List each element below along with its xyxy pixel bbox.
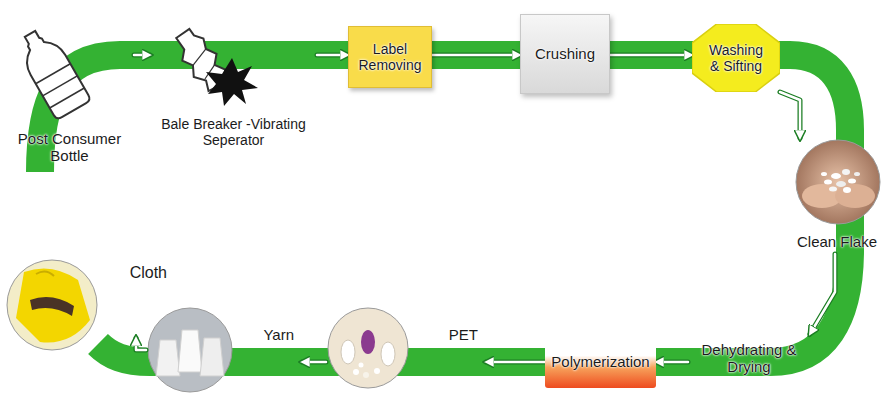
arrow-outline <box>317 53 348 58</box>
flow-arrow <box>610 55 692 56</box>
arrow-line <box>302 361 326 364</box>
text-block: Clean Flake <box>797 233 877 250</box>
step-label: Dehydrating & Drying <box>693 341 805 376</box>
process-box: Crushing <box>520 14 610 94</box>
text-block: Washing & Sifting <box>705 42 767 74</box>
text-block: Label Removing <box>353 41 427 73</box>
process-box: Label Removing <box>348 26 432 88</box>
step-node: Bale Breaker -Vibrating Seperator <box>150 22 317 152</box>
arrow-line <box>656 361 688 364</box>
flow-arrow <box>432 55 520 56</box>
arrow-outline <box>432 53 520 58</box>
arrow-outline <box>136 338 146 350</box>
clean-flake-photo <box>796 140 880 224</box>
arrow-outline <box>486 360 545 365</box>
text-block: Dehydrating & Drying <box>693 341 805 376</box>
arrow-line <box>486 361 545 364</box>
step-label: Cloth <box>130 264 167 282</box>
step-label: Polymerization <box>551 353 649 370</box>
text-block: Crushing <box>535 45 595 62</box>
cloth-photo <box>7 260 97 350</box>
process-box: Polymerization <box>545 336 656 388</box>
octagon-outline <box>692 24 780 92</box>
step-node: Cloth <box>5 258 173 338</box>
process-octagon: Washing & Sifting <box>692 24 780 92</box>
step-node: Dehydrating & Drying <box>688 334 810 382</box>
step-node: PET <box>326 306 486 390</box>
step-node: Post Consumer Bottle <box>5 22 134 168</box>
text-block: Polymerization <box>551 353 649 370</box>
step-label: Bale Breaker -Vibrating Seperator <box>156 116 311 148</box>
flow-arrow <box>486 362 545 363</box>
step-node: Clean Flake <box>792 138 882 254</box>
step-label: Washing & Sifting <box>705 42 767 74</box>
arrow-outline <box>610 53 692 58</box>
arrow-outline <box>810 254 835 334</box>
step-label: Post Consumer Bottle <box>11 130 129 165</box>
step-label: Clean Flake <box>797 233 877 250</box>
arrow-line <box>317 54 348 57</box>
flow-arrow <box>302 362 326 363</box>
flow-arrow <box>810 254 835 334</box>
arrow-line <box>780 92 800 138</box>
arrow-line <box>810 254 835 334</box>
burst-icon <box>206 58 258 106</box>
arrow-outline <box>656 360 688 365</box>
arrow-line <box>610 54 692 57</box>
step-label: PET <box>449 326 478 343</box>
arrow-outline <box>780 92 800 138</box>
flow-arrow <box>780 92 800 138</box>
pet-photo <box>328 308 408 388</box>
arrow-line <box>134 54 150 57</box>
yarn-photo <box>148 308 232 392</box>
text-block: Cloth <box>130 264 167 282</box>
text-block: Bale Breaker -Vibrating Seperator <box>156 116 311 148</box>
flow-arrow <box>317 55 348 56</box>
arrow-line <box>432 54 520 57</box>
flow-arrow <box>656 362 688 363</box>
step-node: Yarn <box>146 306 302 394</box>
text-block: Post Consumer Bottle <box>11 130 129 165</box>
arrow-line <box>136 338 146 350</box>
flow-band <box>40 55 850 362</box>
arrow-outline <box>134 53 150 58</box>
step-label: Label Removing <box>353 41 427 73</box>
flow-arrow <box>134 55 150 56</box>
text-block: PET <box>449 326 478 343</box>
step-label: Crushing <box>535 45 595 62</box>
flow-arrow <box>136 338 146 350</box>
arrow-outline <box>302 360 326 365</box>
text-block: Yarn <box>263 326 294 343</box>
step-label: Yarn <box>263 326 294 343</box>
bottle-icon <box>13 24 92 120</box>
